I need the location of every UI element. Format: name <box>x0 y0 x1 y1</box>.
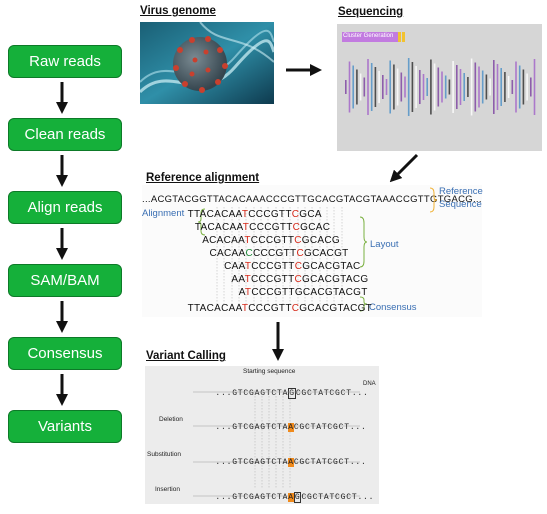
alignment-guides <box>197 187 438 312</box>
step-raw-reads: Raw reads <box>8 45 122 78</box>
sequencing-bar <box>359 73 362 101</box>
sequencing-bar <box>467 77 469 97</box>
sequencing-bar <box>378 71 380 103</box>
sequencing-title: Sequencing <box>338 6 404 18</box>
sequencing-bar <box>456 65 458 109</box>
sequencing-bar <box>474 62 477 112</box>
aligned-read: CAATCCCGTTCGCACGTAC <box>224 261 361 272</box>
sequencing-image <box>337 24 542 151</box>
sequencing-bar <box>356 69 358 105</box>
sequencing-bar <box>448 79 451 95</box>
sequencing-bar <box>348 61 351 113</box>
sequencing-bar <box>507 76 510 98</box>
variant-calling-title: Variant Calling <box>146 350 226 362</box>
sequencing-bar <box>530 77 532 97</box>
sequencing-bar <box>478 66 480 108</box>
sequencing-bar <box>485 74 488 100</box>
sequencing-bar <box>382 75 384 99</box>
sequencing-tag: Cluster Generation <box>343 33 394 39</box>
sequencing-bar <box>411 62 414 112</box>
sequencing-bar <box>515 61 517 113</box>
sequencing-bar <box>511 80 514 94</box>
step-consensus: Consensus <box>8 337 122 370</box>
sequencing-bar <box>437 67 440 107</box>
aligned-read: CACAACCCCGTTCGCACGT <box>209 248 349 259</box>
step-clean-reads: Clean reads <box>8 118 122 151</box>
sequencing-bar <box>396 68 399 106</box>
consensus-label: Consensus <box>369 302 417 313</box>
alignment-panel: ...ACGTACGGTTACACAAACCCGTTGCACGTACGTAAAC… <box>142 185 483 317</box>
sequencing-bar <box>407 58 410 116</box>
sequencing-bar <box>533 59 536 115</box>
step-sam-bam: SAM/BAM <box>8 264 122 297</box>
sequencing-bar <box>400 72 403 102</box>
sequencing-bar <box>426 78 428 96</box>
variant-row-insertion: ...GTCGAGTCTAAGCGCTATCGCT... <box>215 492 375 503</box>
variant-calling-panel: Starting sequence ...GTCGAGTCTAGCGCTATCG… <box>145 366 379 504</box>
sequencing-bar <box>415 66 417 108</box>
sequencing-bar <box>345 80 347 94</box>
sequencing-bar <box>404 76 406 98</box>
step-align-reads: Align reads <box>8 191 122 224</box>
sequence-label: Sequence <box>439 199 482 210</box>
sequencing-bar <box>489 78 491 96</box>
sequencing-bar <box>430 59 432 115</box>
sequencing-bar <box>504 72 506 102</box>
variant-row-substitution: ...GTCGAGTCTAACGCTATCGCT... <box>215 458 367 467</box>
variant-label: Substitution <box>147 451 181 458</box>
sequencing-bar <box>526 73 528 101</box>
sequencing-bar <box>470 58 473 116</box>
aligned-read: ATCCCGTTGCACGTACGT <box>238 287 368 298</box>
sequencing-bar <box>444 75 447 99</box>
starting-sequence-row: ...GTCGAGTCTAGCGCTATCGCT... <box>215 388 369 399</box>
sequencing-bar <box>370 63 373 111</box>
sequencing-bar <box>374 67 377 107</box>
sequencing-bar <box>452 61 454 113</box>
aligned-read: TTACACAATCCCGTTCGCA <box>187 209 322 220</box>
sequencing-bar <box>493 60 495 114</box>
aligned-read: AATCCCGTTCGCACGTACG <box>231 274 369 285</box>
sequencing-bar <box>419 70 421 104</box>
sequencing-bar <box>433 63 436 111</box>
sequencing-bar <box>352 65 354 109</box>
sequencing-bar <box>385 79 388 95</box>
sequencing-bar <box>441 71 443 103</box>
sequencing-bar <box>389 60 391 114</box>
variant-label: Deletion <box>159 416 183 423</box>
reference-alignment-title: Reference alignment <box>146 172 260 184</box>
starting-sequence-title: Starting sequence <box>243 368 296 375</box>
sequencing-bar <box>367 59 369 115</box>
layout-label: Layout <box>370 239 399 250</box>
variant-guides <box>193 390 360 497</box>
sequencing-bar <box>363 77 366 97</box>
consensus-sequence: TTACACAATCCCGTTCGCACGTACGT <box>187 303 373 314</box>
reference-label: Reference <box>439 186 483 197</box>
sequencing-bar <box>518 65 521 109</box>
variant-label: Insertion <box>155 486 180 493</box>
sequencing-bar <box>522 69 525 105</box>
aligned-read: ACACAATCCCGTTCGCACG <box>202 235 340 246</box>
dna-label: DNA <box>363 381 376 387</box>
sequencing-bar <box>496 64 499 110</box>
virus-genome-title: Virus genome <box>140 5 216 17</box>
arrow-diagonal-icon <box>389 153 419 183</box>
step-variants: Variants <box>8 410 122 443</box>
variant-row-deletion: ...GTCGAGTCTAACGCTATCGCT... <box>215 423 367 432</box>
virus-image <box>140 22 274 104</box>
aligned-read: TACACAATCCCGTTCGCAC <box>194 222 331 233</box>
sequencing-bar <box>393 64 395 110</box>
alignment-label: Alignment <box>142 208 185 219</box>
sequencing-bar <box>500 68 502 106</box>
reference-sequence: ...ACGTACGGTTACACAAACCCGTTGCACGTACGTAAAC… <box>142 194 482 205</box>
sequencing-bar <box>459 69 462 105</box>
sequencing-bar <box>481 70 484 104</box>
sequencing-bar <box>422 74 425 100</box>
sequencing-bar <box>463 73 465 101</box>
